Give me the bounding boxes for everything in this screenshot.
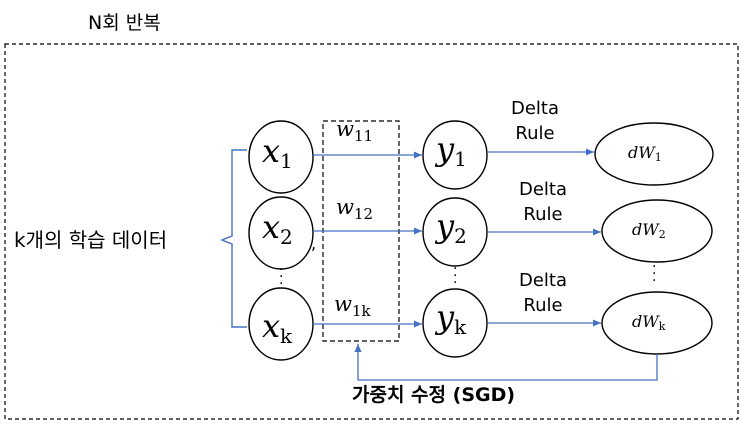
repeat-loop-box [4,43,739,420]
output-label-2: y2 [436,207,467,248]
input-brace [220,149,247,328]
delta-ellipsis: ··· [652,259,657,289]
output-label-k: yk [436,298,467,339]
input-label-1: x1 [262,132,293,173]
stray-comma: , [311,234,317,253]
output-label-1: y1 [436,130,467,171]
weight-label-1: w11 [336,117,374,145]
input-label-k: xk [262,307,293,348]
input-node-1 [248,120,314,194]
delta-node-2 [601,199,713,263]
output-ellipsis: ··· [453,261,458,291]
delta-node-1 [594,122,714,186]
weight-label-2: w12 [336,195,374,223]
input-node-2 [248,196,314,270]
delta-label-1: dW1 [628,143,662,164]
output-node-2 [422,197,488,267]
output-node-k [422,288,488,358]
delta-label-k: dWk [632,312,666,333]
weight-label-k: w1k [334,292,371,320]
output-node-1 [422,120,488,190]
input-label-2: x2 [262,208,293,249]
delta-label-2: dW2 [632,220,666,241]
update-label: 가중치 수정 (SGD) [352,384,516,406]
input-ellipsis: ··· [279,262,284,292]
input-label: k개의 학습 데이터 [14,228,168,252]
repeat-title: N회 반복 [88,12,161,34]
feedback-arrow [354,344,658,381]
